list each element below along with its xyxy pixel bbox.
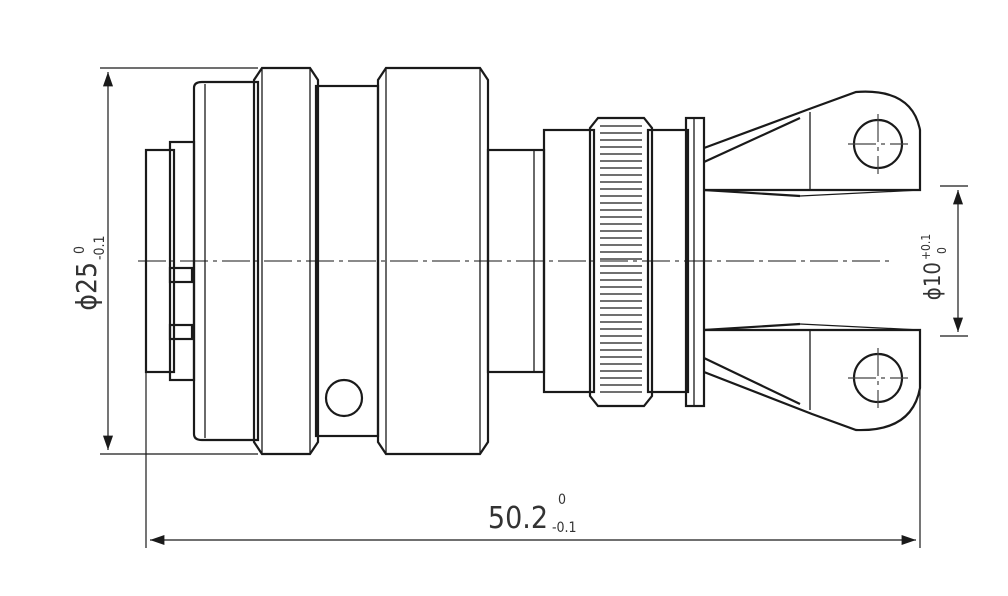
knurled-ring-1: [252, 66, 320, 456]
cable-clamp: [703, 90, 922, 432]
body-diameter-upper-tolerance: 0: [72, 246, 88, 254]
dimension-body-diameter: [100, 67, 258, 455]
cable-diameter-upper-tolerance: +0.1: [919, 234, 933, 260]
overall-length-upper-tolerance: 0: [558, 492, 566, 508]
mounting-hole-bottom: [848, 348, 908, 408]
knurled-ring-2: [376, 66, 490, 456]
overall-length-lower-tolerance: -0.1: [552, 520, 577, 536]
body-diameter-lower-tolerance: -0.1: [92, 235, 108, 260]
dimension-overall-length: [145, 372, 921, 548]
locking-pin: [324, 378, 364, 418]
back-shell: [542, 116, 706, 408]
serrated-ring: [588, 116, 654, 408]
cable-diameter-lower-tolerance: 0: [935, 247, 949, 254]
mounting-hole-top: [848, 114, 908, 174]
dimension-cable-diameter: [940, 185, 968, 337]
overall-length-label: 50.2: [488, 501, 548, 536]
cable-diameter-label: ϕ10: [921, 262, 946, 300]
body-diameter-label: ϕ25: [70, 262, 103, 311]
